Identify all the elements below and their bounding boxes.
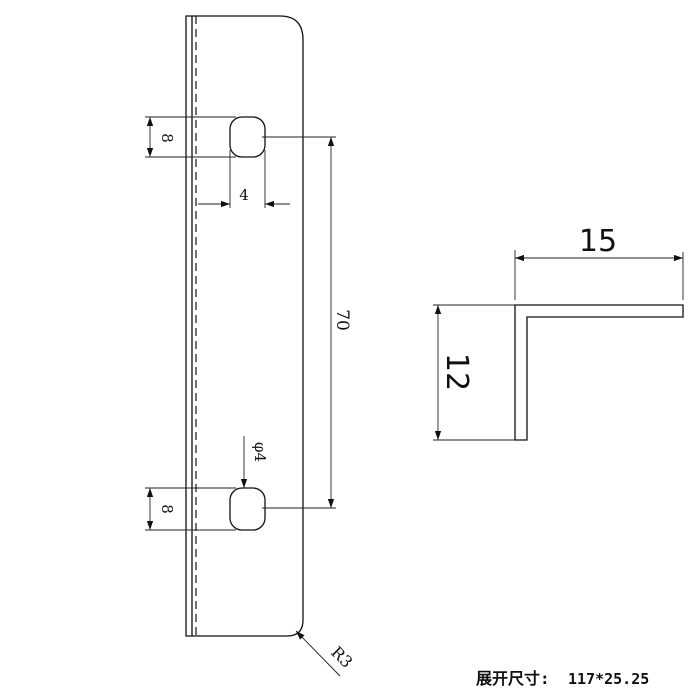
slot-top — [229, 116, 266, 158]
dim-corner-radius: R3 — [295, 630, 356, 677]
dim-flange-height-text: 12 — [439, 353, 474, 391]
note-value: 117*25.25 — [568, 670, 649, 688]
dim-bottom-slot-height: 8 — [145, 487, 236, 531]
dim-hole-spacing-text: 70 — [332, 309, 352, 331]
dim-flange-height: 12 — [433, 304, 515, 441]
part-outline — [185, 15, 304, 637]
dim-hole-spacing: 70 — [262, 136, 352, 509]
dim-flange-width: 15 — [514, 224, 684, 300]
dim-bottom-slot-height-text: 8 — [158, 504, 176, 514]
dim-hole-diameter: φ4 — [240, 436, 269, 488]
section-profile — [514, 304, 684, 441]
note-label: 展开尺寸: — [476, 669, 550, 688]
unfolded-size-note: 展开尺寸: 117*25.25 — [476, 669, 649, 688]
dim-flange-width-text: 15 — [579, 224, 617, 259]
dim-slot-width-text: 4 — [239, 186, 249, 204]
dim-slot-width: 4 — [198, 150, 290, 208]
dim-hole-diameter-text: φ4 — [251, 442, 269, 462]
dim-top-slot-height: 8 — [145, 116, 236, 158]
slot-bottom — [229, 487, 266, 531]
dim-top-slot-height-text: 8 — [158, 133, 176, 143]
